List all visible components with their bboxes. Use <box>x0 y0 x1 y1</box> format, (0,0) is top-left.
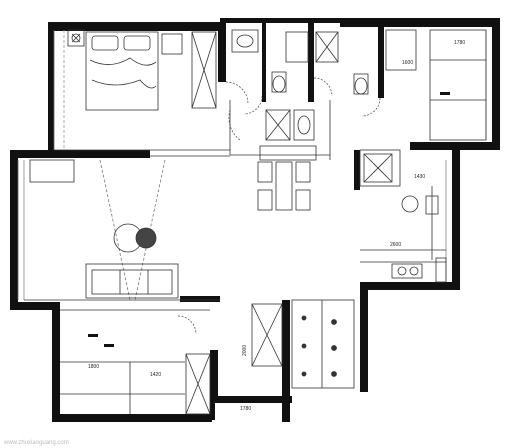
wall-living-top <box>10 150 150 158</box>
living-room <box>29 159 179 301</box>
tv-cabinet <box>29 159 75 183</box>
wall-right-upper <box>492 18 500 150</box>
wall-bottom-mid <box>210 350 215 420</box>
bed-pillow-right <box>123 35 151 51</box>
dimension-labels: 1780 1600 1430 2600 1800 1420 2000 1780 <box>88 40 465 412</box>
shower-left <box>285 31 309 63</box>
dim-bottom-left-room: 1800 <box>88 364 99 370</box>
wall-bottom-corridor-right <box>282 300 290 422</box>
wall-living-right-top <box>180 296 220 302</box>
walls <box>10 18 500 422</box>
dining-table <box>259 145 317 161</box>
nightstand-left <box>67 29 85 47</box>
double-bed <box>85 31 159 111</box>
dining-set <box>257 145 317 211</box>
bathroom-fixtures <box>231 29 369 141</box>
kitchen-fixtures <box>363 153 447 283</box>
wardrobe <box>191 31 217 109</box>
wall-left-living <box>10 150 18 310</box>
wall-bed-bath <box>218 22 226 82</box>
wall-left-lower <box>52 302 60 422</box>
wall-right-step <box>410 142 500 150</box>
wall-bottom-left <box>52 414 212 422</box>
washing-machine <box>265 109 291 141</box>
doors <box>177 77 381 335</box>
bottom-wardrobe <box>185 353 211 415</box>
sink-corridor <box>293 109 315 141</box>
wall-top-right <box>340 18 500 27</box>
nightstand-right <box>161 33 183 55</box>
wall-living-bottom <box>10 302 60 310</box>
side-stool <box>135 227 157 249</box>
marks <box>88 92 450 347</box>
fridge <box>363 153 393 183</box>
sofa <box>85 263 179 299</box>
sink-left <box>231 29 259 53</box>
stove <box>391 263 423 279</box>
wall-bath-mid <box>308 22 314 102</box>
kitchen-sink <box>401 195 419 213</box>
dim-corridor-vertical: 2000 <box>242 345 248 356</box>
wall-bedroom-right <box>378 26 384 98</box>
wall-bath-top <box>262 22 266 102</box>
bed-pillow-left <box>91 35 119 51</box>
wall-top-left <box>48 22 220 31</box>
dim-kitchen-top: 1430 <box>414 174 425 180</box>
dim-bedroom-right-desk: 1600 <box>402 60 413 66</box>
wall-top-mid <box>220 18 342 23</box>
bottom-rooms <box>185 315 337 415</box>
wall-bottom-corridor <box>212 396 292 403</box>
dim-bedroom-right-top: 1780 <box>454 40 465 46</box>
wall-right-kitchen <box>452 150 460 290</box>
watermark: www.zhuxiaoguang.com <box>4 440 69 446</box>
wall-kitchen-left <box>354 150 360 190</box>
wall-kitchen-bottom <box>360 282 460 290</box>
wall-kitchen-step <box>360 282 368 392</box>
shower-right <box>315 31 339 63</box>
bed-furniture <box>67 29 217 111</box>
dim-bottom-center-room: 1420 <box>150 372 161 378</box>
wall-left-upper <box>48 22 54 152</box>
dim-bottom-corridor: 1780 <box>240 406 251 412</box>
thin-lines <box>17 29 487 414</box>
dim-kitchen-bottom: 2600 <box>390 242 401 248</box>
